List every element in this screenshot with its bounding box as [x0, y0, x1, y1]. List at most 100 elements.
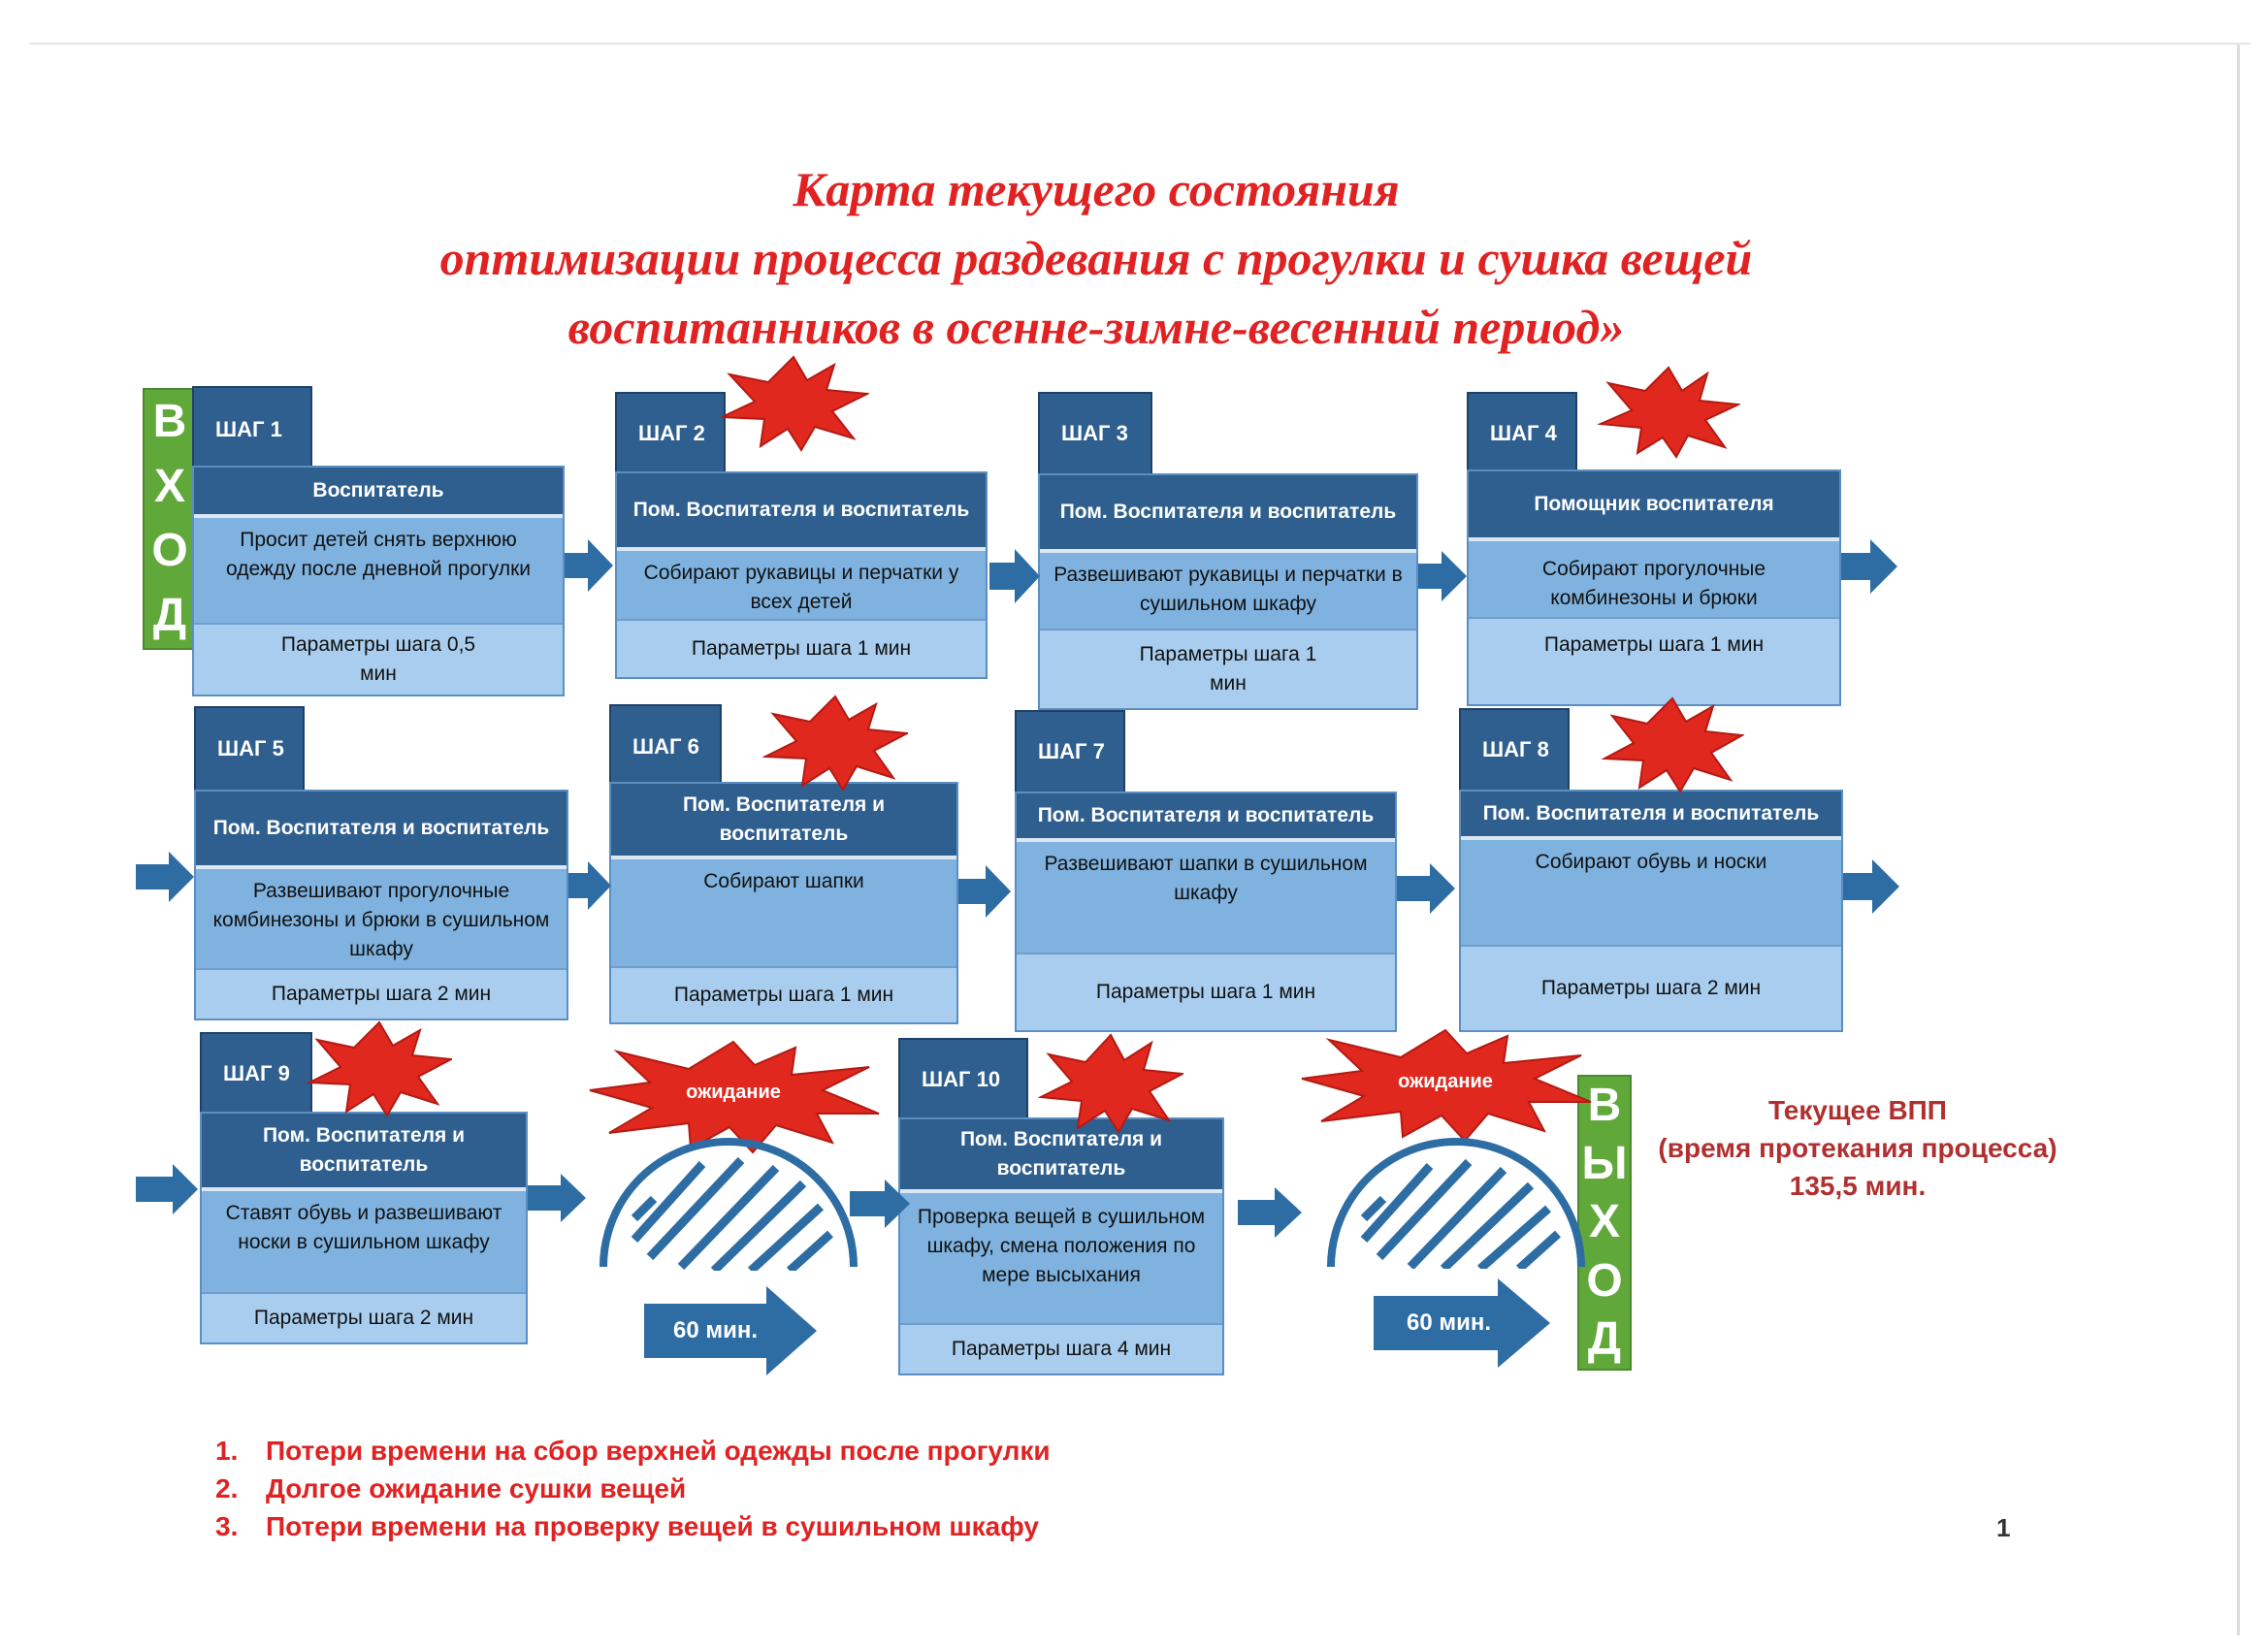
wait-duration-arrow-1: 60 мин.	[644, 1286, 817, 1375]
arrow-in-9	[136, 1164, 198, 1214]
step-body: Воспитатель Просит детей снять верхнюю о…	[192, 466, 565, 696]
losses-list: 1. Потери времени на сбор верхней одежды …	[215, 1432, 1051, 1545]
step-role: Пом. Воспитателя и воспитатель	[617, 473, 986, 551]
step-body: Пом. Воспитателя и воспитатель Собирают …	[609, 782, 958, 1024]
step-10: ШАГ 10 Пом. Воспитателя и воспитатель Пр…	[898, 1038, 1224, 1375]
step-desc: Собирают прогулочные комбинезоны и брюки	[1469, 541, 1839, 625]
step-tab: ШАГ 1	[192, 386, 312, 469]
wait-duration: 60 мин.	[673, 1317, 759, 1343]
list-number: 1.	[215, 1436, 239, 1466]
step-param: Параметры шага 0,5 мин	[194, 623, 563, 695]
arrow-8-out	[1843, 859, 1899, 914]
vpp-line-2: (время протекания процесса)	[1658, 1133, 2057, 1163]
step-desc: Собирают шапки	[611, 859, 956, 970]
wait-label: ожидание	[686, 1081, 781, 1103]
arrow-7-8	[1397, 863, 1455, 914]
step-desc: Просит детей снять верхнюю одежду после …	[194, 518, 563, 625]
step-body: Пом. Воспитателя и воспитатель Собирают …	[1459, 790, 1843, 1032]
arrow-wait-10	[850, 1180, 910, 1228]
vpp-line-1: Текущее ВПП	[1768, 1095, 1947, 1125]
step-2: ШАГ 2 Пом. Воспитателя и воспитатель Соб…	[615, 392, 988, 679]
step-tab: ШАГ 10	[898, 1038, 1028, 1121]
step-role: Пом. Воспитателя и воспитатель	[900, 1119, 1222, 1193]
step-param: Параметры шага 2 мин	[1461, 945, 1841, 1030]
step-param: Параметры шага 1 мин	[1040, 629, 1416, 708]
list-text: Потери времени на сбор верхней одежды по…	[266, 1436, 1051, 1466]
step-param: Параметры шага 4 мин	[900, 1323, 1222, 1374]
dryer-icon	[1327, 1138, 1585, 1269]
step-param: Параметры шага 1 мин	[617, 619, 986, 677]
step-role: Помощник воспитателя	[1469, 471, 1839, 541]
step-param: Параметры шага 2 мин	[196, 968, 567, 1018]
step-tab: ШАГ 5	[194, 706, 305, 792]
step-tab: ШАГ 8	[1459, 708, 1570, 792]
exit-letter: В	[1587, 1080, 1622, 1132]
list-item: 3.Потери времени на проверку вещей в суш…	[215, 1507, 1051, 1545]
step-param-text: Параметры шага 1 мин	[1543, 633, 1765, 656]
step-body: Пом. Воспитателя и воспитатель Развешива…	[1038, 473, 1418, 710]
step-tab: ШАГ 6	[609, 704, 722, 790]
exit-label: В Ы Х О Д	[1577, 1075, 1632, 1371]
step-desc: Собирают обувь и носки	[1461, 840, 1841, 949]
burst-icon	[589, 1040, 880, 1154]
title-line-2: оптимизации процесса раздевания с прогул…	[439, 231, 1753, 285]
exit-letter: Х	[1588, 1196, 1620, 1248]
step-desc: Собирают рукавицы и перчатки у всех дете…	[617, 551, 986, 619]
title-line-3: воспитанников в осенне-зимне-весенний пе…	[567, 300, 1625, 354]
exit-letter: Ы	[1581, 1138, 1628, 1190]
burst-icon	[1038, 1033, 1183, 1134]
burst-icon	[1597, 366, 1740, 459]
step-tab: ШАГ 3	[1038, 392, 1152, 475]
step-param: Параметры шага 1 мин	[611, 966, 956, 1022]
arrow-6-7	[958, 865, 1011, 918]
step-role: Воспитатель	[194, 468, 563, 518]
list-item: 1. Потери времени на сбор верхней одежды …	[215, 1432, 1051, 1470]
entry-letter: Х	[153, 460, 185, 512]
step-4: ШАГ 4 Помощник воспитателя Собирают прог…	[1467, 392, 1841, 706]
step-7: ШАГ 7 Пом. Воспитателя и воспитатель Раз…	[1015, 710, 1397, 1032]
wait-label: ожидание	[1398, 1070, 1493, 1092]
burst-icon	[762, 695, 908, 792]
step-desc: Проверка вещей в сушильном шкафу, смена …	[900, 1193, 1222, 1327]
list-item: 2.Долгое ожидание сушки вещей	[215, 1470, 1051, 1507]
step-6: ШАГ 6 Пом. Воспитателя и воспитатель Соб…	[609, 704, 958, 1024]
step-3: ШАГ 3 Пом. Воспитателя и воспитатель Раз…	[1038, 392, 1418, 710]
step-9: ШАГ 9 Пом. Воспитателя и воспитатель Ста…	[200, 1032, 528, 1344]
step-param: Параметры шага 2 мин	[202, 1292, 526, 1342]
entry-letter: Д	[152, 589, 187, 641]
step-desc: Ставят обувь и развешивают носки в сушил…	[202, 1191, 526, 1296]
arrow-in-5	[136, 852, 194, 902]
step-body: Пом. Воспитателя и воспитатель Собирают …	[615, 471, 988, 679]
wait-burst-2: ожидание	[1298, 1026, 1593, 1143]
step-role: Пом. Воспитателя и воспитатель	[1017, 793, 1395, 842]
arrow-4-out	[1841, 539, 1897, 594]
step-body: Пом. Воспитателя и воспитатель Развешива…	[194, 790, 568, 1020]
step-body: Пом. Воспитателя и воспитатель Развешива…	[1015, 792, 1397, 1032]
entry-letter: В	[152, 396, 187, 448]
step-desc: Развешивают шапки в сушильном шкафу	[1017, 842, 1395, 956]
step-tab: ШАГ 9	[200, 1032, 312, 1116]
exit-letter: О	[1586, 1254, 1623, 1307]
step-role: Пом. Воспитателя и воспитатель	[1461, 792, 1841, 840]
step-role: Пом. Воспитателя и воспитатель	[196, 792, 567, 869]
step-1: ШАГ 1 Воспитатель Просит детей снять вер…	[192, 386, 565, 696]
step-8: ШАГ 8 Пом. Воспитателя и воспитатель Соб…	[1459, 708, 1843, 1032]
arrow-icon	[1374, 1278, 1550, 1368]
step-param: Параметры шага 1 мин	[1017, 953, 1395, 1030]
step-role: Пом. Воспитателя и воспитатель	[611, 784, 956, 859]
step-desc: Развешивают прогулочные комбинезоны и бр…	[196, 869, 567, 970]
wait-duration-arrow-2: 60 мин.	[1374, 1278, 1550, 1368]
arrow-10-wait	[1238, 1187, 1302, 1238]
step-tab: ШАГ 2	[615, 392, 726, 475]
arrow-9-wait	[528, 1174, 586, 1222]
burst-icon	[307, 1020, 452, 1117]
arrow-2-3	[989, 549, 1040, 603]
list-text: Потери времени на проверку вещей в сушил…	[266, 1511, 1039, 1541]
arrow-1-2	[565, 539, 613, 592]
vpp-summary: Текущее ВПП (время протекания процесса) …	[1615, 1091, 2100, 1205]
step-desc: Развешивают рукавицы и перчатки в сушиль…	[1040, 553, 1416, 630]
vpp-line-3: 135,5 мин.	[1789, 1171, 1927, 1201]
burst-icon	[1601, 696, 1744, 793]
step-body: Помощник воспитателя Собирают прогулочны…	[1467, 469, 1841, 706]
